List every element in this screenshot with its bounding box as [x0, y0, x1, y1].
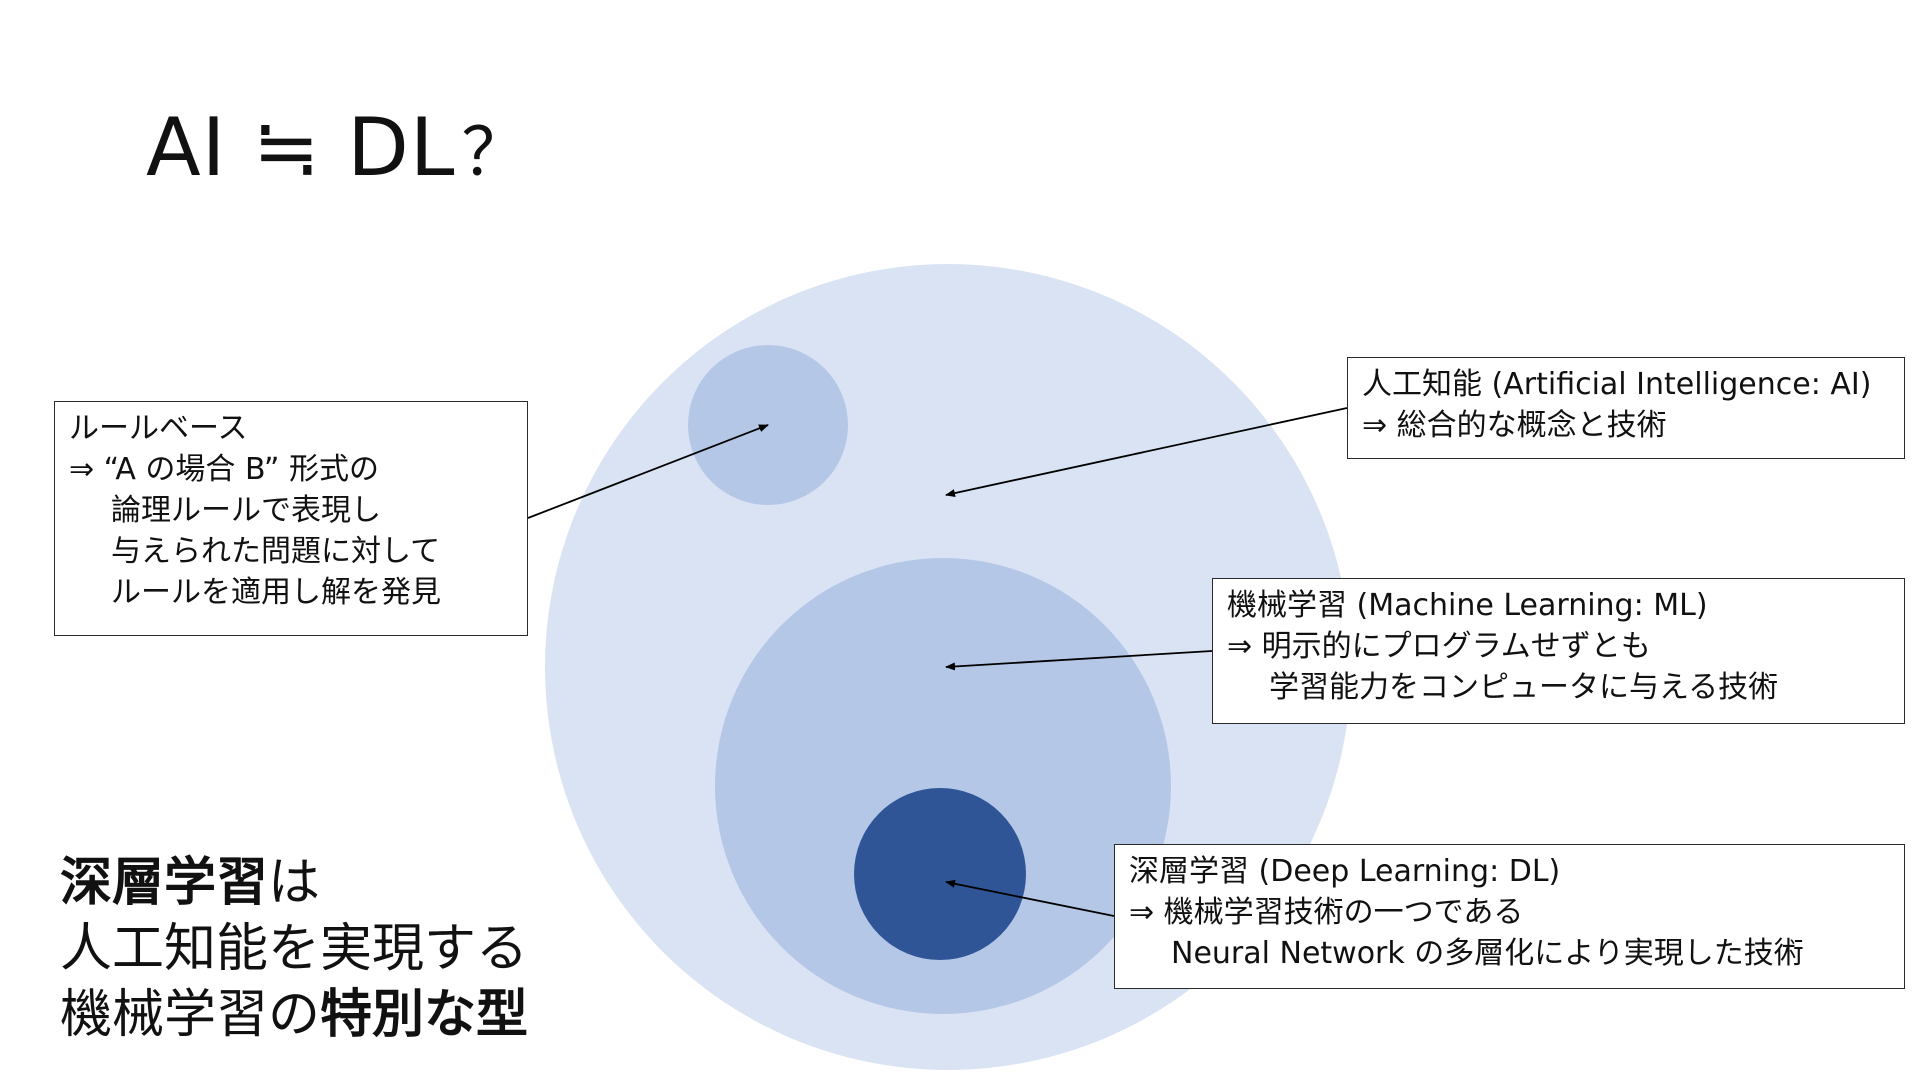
ai-arrow — [945, 407, 1348, 498]
rule-box-line: ⇒ “A の場合 B” 形式の — [69, 452, 379, 487]
dl-box-line: ⇒ 機械学習技術の一つである — [1129, 895, 1524, 930]
caption-line-1: 深層学習は — [60, 850, 528, 916]
ml-box: 機械学習 (Machine Learning: ML) ⇒ 明示的にプログラムせ… — [1212, 578, 1905, 724]
ml-box-line: ⇒ 明示的にプログラムせずとも — [1227, 629, 1651, 664]
title-question-mark: ？ — [461, 114, 529, 191]
dl-box-line: Neural Network の多層化により実現した技術 — [1171, 936, 1804, 971]
caption-text: 機械学習の — [60, 985, 321, 1045]
summary-caption: 深層学習は 人工知能を実現する 機械学習の特別な型 — [60, 850, 528, 1048]
rule-box-line: ルールを適用し解を発見 — [111, 575, 441, 610]
ml-box-title: 機械学習 (Machine Learning: ML) — [1227, 588, 1708, 623]
title-main: AI ≒ DL — [146, 101, 456, 194]
caption-line-3: 機械学習の特別な型 — [60, 982, 528, 1048]
rule-box-title: ルールベース — [69, 411, 248, 446]
ai-box-title: 人工知能 (Artificial Intelligence: AI) — [1362, 367, 1872, 402]
caption-bold-dl: 深層学習 — [60, 853, 269, 913]
slide-title: AI ≒ DL？ — [146, 108, 528, 188]
dl-arrow — [945, 879, 1115, 917]
ml-circle — [715, 558, 1171, 1014]
rule-box-line: 与えられた問題に対して — [111, 534, 441, 569]
rule-arrow — [527, 424, 769, 519]
caption-text: は — [268, 853, 321, 913]
caption-line-2: 人工知能を実現する — [60, 919, 529, 979]
dl-circle — [854, 788, 1026, 960]
ai-box-line: ⇒ 総合的な概念と技術 — [1362, 408, 1667, 443]
dl-box: 深層学習 (Deep Learning: DL) ⇒ 機械学習技術の一つである … — [1114, 844, 1905, 989]
rule-based-box: ルールベース ⇒ “A の場合 B” 形式の 論理ルールで表現し 与えられた問題… — [54, 401, 528, 636]
dl-box-title: 深層学習 (Deep Learning: DL) — [1129, 854, 1561, 889]
caption-bold-special: 特別な型 — [320, 985, 529, 1045]
ai-box: 人工知能 (Artificial Intelligence: AI) ⇒ 総合的… — [1347, 357, 1905, 459]
rule-box-line: 論理ルールで表現し — [111, 493, 381, 528]
ml-box-line: 学習能力をコンピュータに与える技術 — [1269, 670, 1779, 705]
ml-arrow — [945, 650, 1213, 671]
